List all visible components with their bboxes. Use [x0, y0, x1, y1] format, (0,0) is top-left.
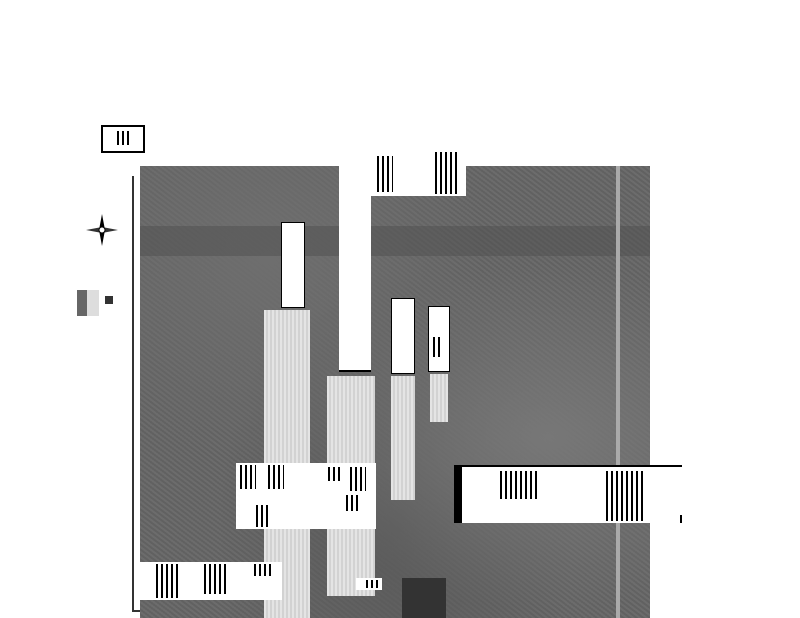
- building: [430, 374, 448, 422]
- label-box-large: [454, 465, 682, 523]
- label-box: [391, 298, 415, 374]
- title-box: [101, 125, 145, 153]
- label-box: [236, 463, 376, 529]
- building: [391, 376, 415, 500]
- label-box: [339, 166, 371, 372]
- dark-structure: [402, 578, 446, 618]
- label-box: [281, 222, 305, 308]
- north-arrow-icon: [84, 212, 120, 248]
- road: [140, 226, 650, 256]
- label-box-top: [371, 150, 466, 196]
- scale-bar: [77, 290, 99, 316]
- label-box: [428, 306, 450, 372]
- map-frame-line-bottom: [132, 610, 142, 612]
- legend-box: [136, 562, 282, 600]
- label-box-small: [356, 578, 382, 590]
- legend-icon: [105, 296, 113, 304]
- aerial-imagery: [140, 166, 650, 618]
- road-vertical: [616, 166, 620, 618]
- map-frame-line: [132, 176, 134, 612]
